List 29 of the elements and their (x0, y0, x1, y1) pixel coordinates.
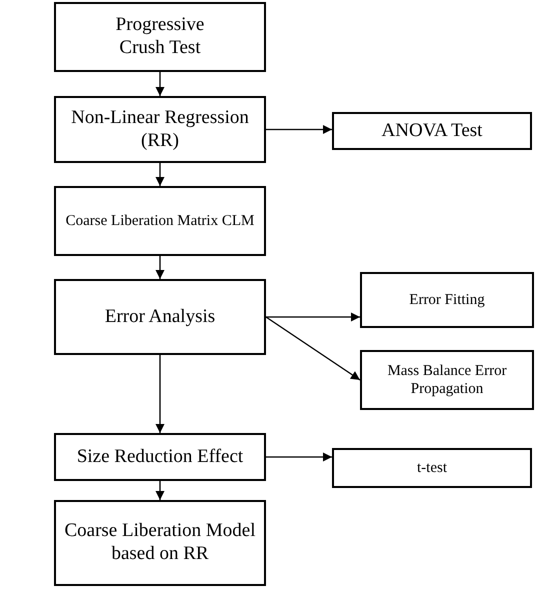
arrow (155, 481, 165, 500)
box-label: Mass Balance Error Propagation (386, 362, 508, 398)
box-label: ANOVA Test (382, 120, 482, 142)
process-box (332, 448, 532, 488)
process-box (54, 500, 266, 586)
process-box (54, 279, 266, 355)
process-box (54, 433, 266, 481)
box-label: Error Fitting (409, 291, 485, 309)
process-box (54, 2, 266, 72)
arrow (266, 452, 332, 462)
box-label: t-test (417, 459, 447, 477)
box-label: Size Reduction Effect (76, 446, 244, 468)
process-box (332, 112, 532, 150)
arrow (266, 124, 332, 134)
process-box (54, 186, 266, 256)
arrow (155, 72, 165, 96)
process-box (360, 350, 534, 410)
box-label: Progressive Crush Test (114, 14, 206, 60)
box-label: Error Analysis (104, 306, 216, 328)
arrow (155, 355, 165, 433)
arrow (266, 312, 360, 322)
box-label: Coarse Liberation Model based on RR (64, 520, 256, 566)
arrow (155, 163, 165, 186)
arrow (155, 256, 165, 279)
process-box (360, 272, 534, 328)
box-label: Non-Linear Regression (RR) (70, 106, 250, 152)
box-label: Coarse Liberation Matrix CLM (66, 212, 254, 230)
arrow (266, 316, 360, 381)
process-box (54, 96, 266, 163)
